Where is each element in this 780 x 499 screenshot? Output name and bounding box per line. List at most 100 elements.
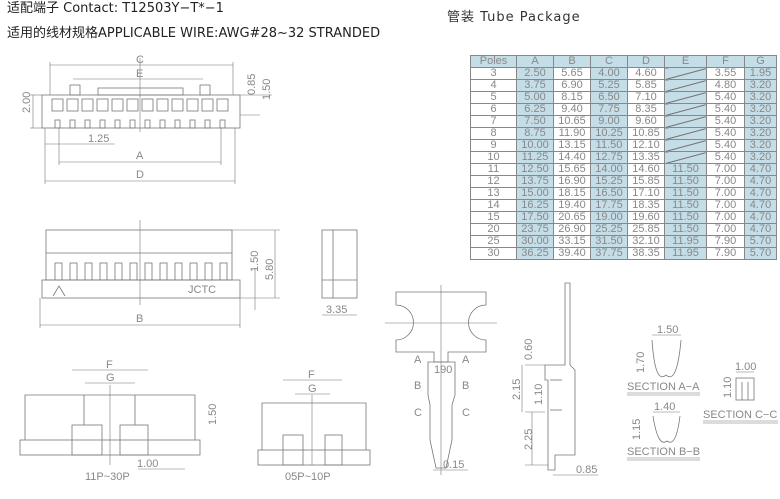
bottom-slot xyxy=(189,119,196,129)
bottom-slot xyxy=(99,119,106,129)
table-cell xyxy=(664,151,707,164)
table-cell xyxy=(664,79,707,92)
section-b-b: 1.40 1.15 SECTION B−B xyxy=(627,401,700,461)
dim-c: C xyxy=(136,54,144,66)
table-cell: 11.95 xyxy=(664,247,707,260)
contact-slot xyxy=(189,262,198,281)
dim-1-50-front: 1.50 xyxy=(249,251,261,272)
contact-cavity xyxy=(156,98,169,112)
section-mark-a-left: A xyxy=(414,354,422,366)
table-cell: 30.00 xyxy=(516,235,554,248)
contact-cavity xyxy=(111,98,124,112)
dim-0-85-terminal: 0.85 xyxy=(576,464,597,476)
terminal-mark: 190 xyxy=(434,364,452,376)
label-05p-10p: 05P~10P xyxy=(285,471,331,483)
terminal-top-view: A A B B C C 190 0.15 xyxy=(385,285,497,475)
contact-slot xyxy=(84,262,93,281)
contact-slot xyxy=(69,262,78,281)
section-mark-c-right: C xyxy=(462,407,470,419)
table-cell xyxy=(664,115,707,128)
dim-aa-width: 1.50 xyxy=(657,324,678,336)
table-cell: 3.20 xyxy=(744,151,777,164)
dim-g-small: G xyxy=(308,383,317,395)
contact-slot xyxy=(144,262,153,281)
dim-bb-width: 1.40 xyxy=(654,401,675,413)
bottom-slot xyxy=(129,119,136,129)
contact-slot xyxy=(204,262,213,281)
table-cell: 4.70 xyxy=(744,187,777,200)
section-bb-label: SECTION B−B xyxy=(627,446,700,458)
dim-2-00: 2.00 xyxy=(21,92,33,113)
dim-1-50-bottom: 1.50 xyxy=(207,404,219,425)
table-cell: 37.75 xyxy=(590,247,628,260)
dim-e: E xyxy=(136,68,143,80)
table-cell: 12.50 xyxy=(516,163,554,176)
dim-a: A xyxy=(136,150,144,162)
table-cell: 25.25 xyxy=(590,223,628,236)
table-cell xyxy=(664,67,707,80)
table-cell: 11.50 xyxy=(664,223,707,236)
bottom-slot xyxy=(204,119,211,129)
bottom-slot xyxy=(159,119,166,129)
dim-pitch: 1.25 xyxy=(88,133,109,145)
bottom-slot xyxy=(114,119,121,129)
contact-slot xyxy=(219,262,228,281)
contact-cavity xyxy=(141,98,154,112)
bottom-slot xyxy=(69,119,76,129)
table-cell: 6.50 xyxy=(590,91,628,104)
contact-cavity xyxy=(66,98,79,112)
contact-cavity xyxy=(81,98,94,112)
dim-g: G xyxy=(106,372,115,384)
table-cell: 8.75 xyxy=(516,127,554,140)
section-mark-a-right: A xyxy=(462,354,470,366)
contact-slot xyxy=(54,262,63,281)
contact-cavity xyxy=(51,98,64,112)
dim-cc-width: 1.00 xyxy=(735,361,756,373)
front-view: JCTC 1.50 5.80 B 3.35 xyxy=(39,220,358,328)
table-cell: 4.70 xyxy=(744,211,777,224)
contact-cavity xyxy=(126,98,139,112)
table-cell: 3.20 xyxy=(744,115,777,128)
column-header: F xyxy=(706,55,745,68)
dim-2-25: 2.25 xyxy=(523,429,535,450)
contact-cavity xyxy=(171,98,184,112)
section-mark-b-right: B xyxy=(462,380,469,392)
contact-slot xyxy=(114,262,123,281)
dim-f: F xyxy=(106,359,113,371)
contact-cavity xyxy=(96,98,109,112)
bottom-view-11p-30p: F G 1.50 1.00 11P~30P xyxy=(19,359,219,483)
table-cell: 4.70 xyxy=(744,223,777,236)
table-cell xyxy=(664,139,707,152)
column-header: G xyxy=(744,55,777,68)
dim-5-80: 5.80 xyxy=(264,259,276,280)
bottom-slot xyxy=(174,119,181,129)
column-header: C xyxy=(590,55,628,68)
column-header: D xyxy=(627,55,665,68)
dim-0-15: 0.15 xyxy=(443,459,464,471)
contact-slot xyxy=(174,262,183,281)
column-header: Poles xyxy=(470,55,517,68)
section-mark-c-left: C xyxy=(414,407,422,419)
dim-1-00: 1.00 xyxy=(137,458,158,470)
contact-cavity xyxy=(201,98,214,112)
dim-0-85: 0.85 xyxy=(246,74,258,95)
table-cell: 14.00 xyxy=(590,163,628,176)
dim-aa-height: 1.70 xyxy=(635,352,647,373)
table-cell: 11.95 xyxy=(664,235,707,248)
contact-cavity xyxy=(186,98,199,112)
contact-spec: 适配端子 Contact: T12503Y−T*−1 xyxy=(7,1,224,16)
table-cell: 7.50 xyxy=(516,115,554,128)
dim-d: D xyxy=(136,169,144,181)
table-cell: 5.25 xyxy=(590,79,628,92)
dim-bb-height: 1.15 xyxy=(631,419,643,440)
